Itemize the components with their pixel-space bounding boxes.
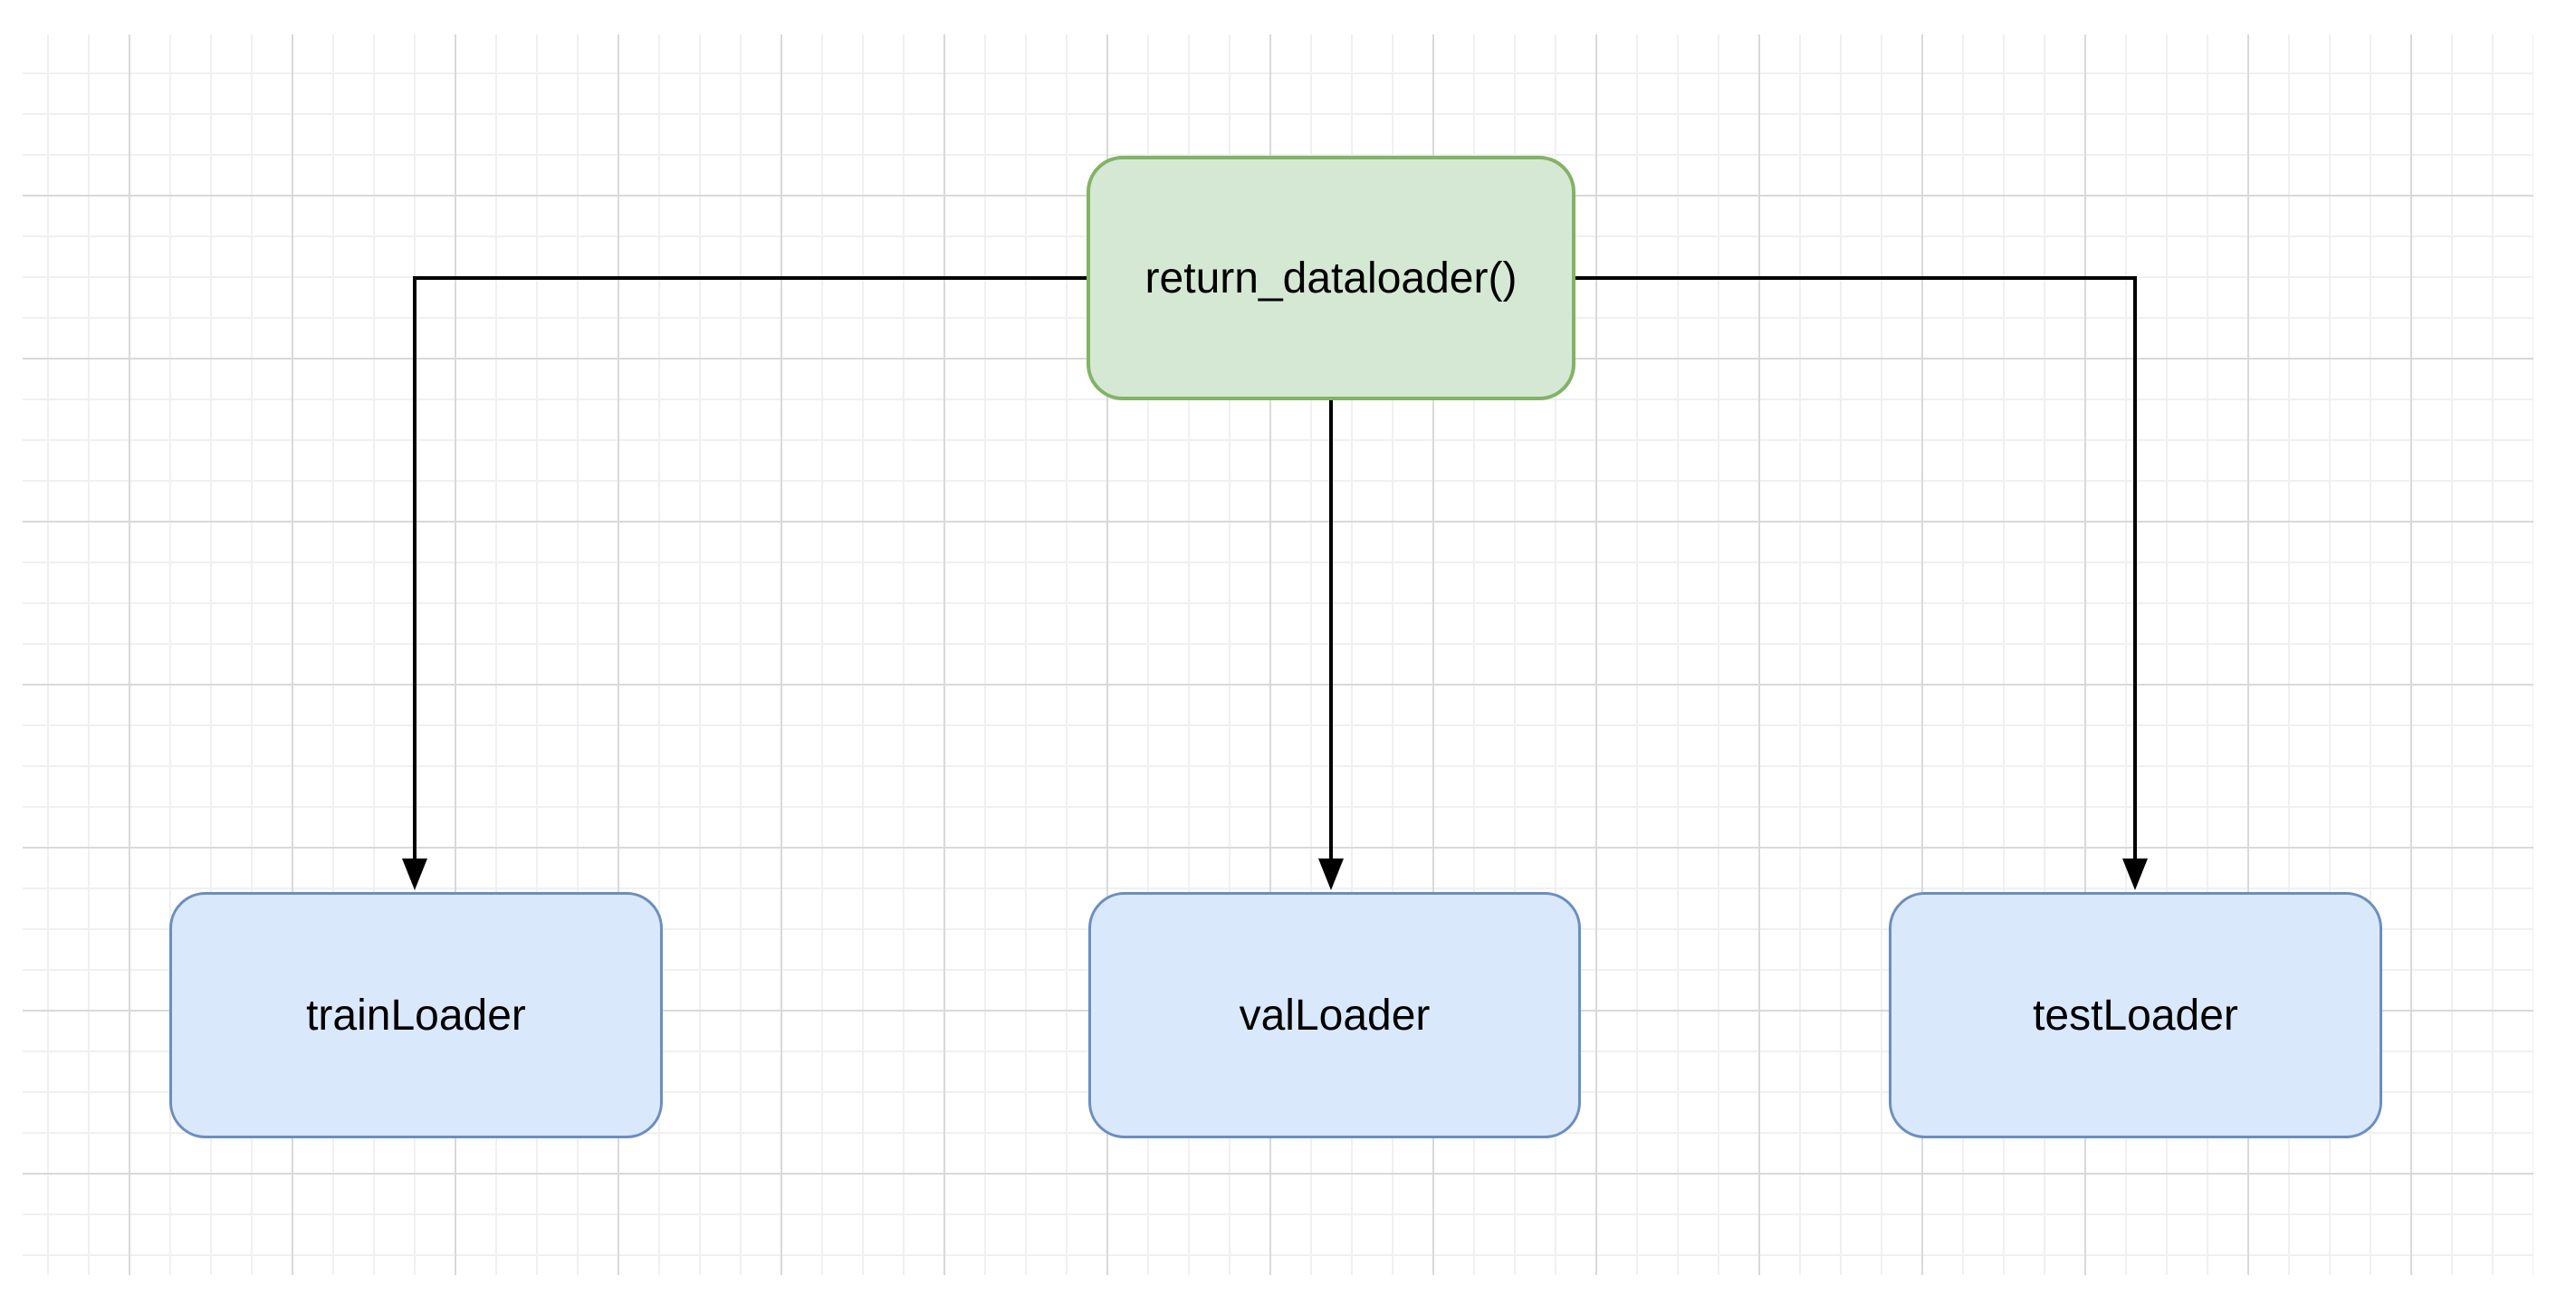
node-return-dataloader-label: return_dataloader() (1144, 254, 1518, 302)
node-trainloader: trainLoader (169, 892, 663, 1138)
node-valloader-label: valLoader (1239, 991, 1431, 1040)
node-testloader: testLoader (1889, 892, 2382, 1138)
node-return-dataloader: return_dataloader() (1087, 156, 1575, 400)
node-valloader: valLoader (1088, 892, 1581, 1138)
node-trainloader-label: trainLoader (306, 991, 526, 1040)
node-testloader-label: testLoader (2033, 991, 2238, 1040)
